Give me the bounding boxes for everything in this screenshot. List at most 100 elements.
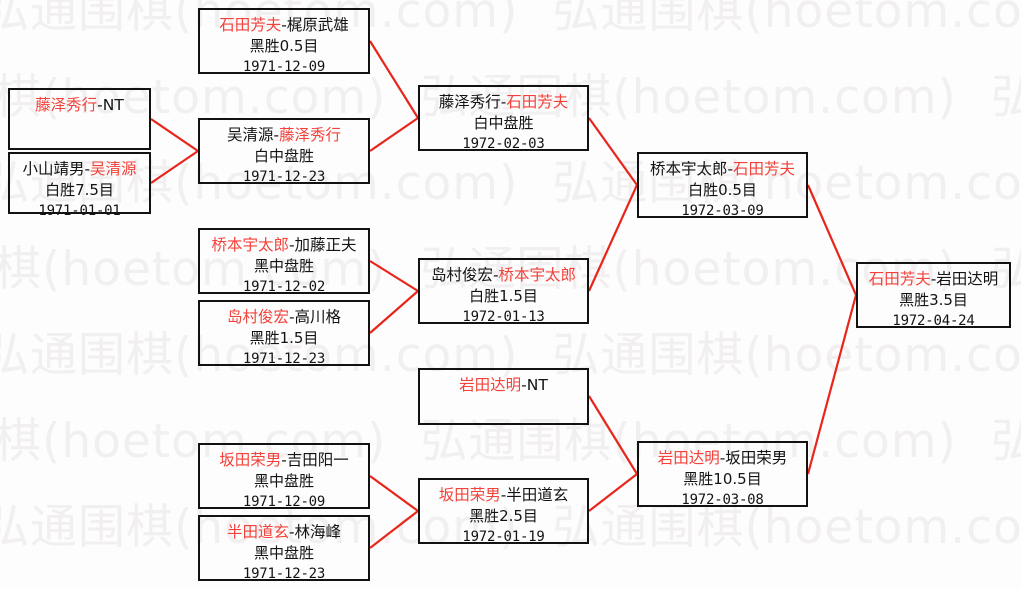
match-result: 黑胜3.5目 — [899, 291, 968, 309]
match-date: 1972-04-24 — [892, 313, 975, 329]
connector-m3-to-m4 — [150, 150, 199, 184]
player-right: 藤泽秀行 — [279, 126, 342, 144]
player-separator: - — [719, 449, 726, 467]
match-result: 白胜1.5目 — [469, 287, 538, 305]
match-date: 1972-03-08 — [681, 492, 764, 508]
connector-m6-to-m8 — [369, 260, 419, 292]
player-right: 半田道玄 — [506, 486, 569, 504]
player-separator: - — [500, 486, 507, 504]
player-separator: - — [727, 160, 734, 178]
connector-m1-to-m5 — [369, 40, 419, 119]
match-box[interactable]: 桥本宇太郎-石田芳夫白胜0.5目 1972-03-09 — [637, 152, 808, 219]
match-players: 坂田荣男-半田道玄 — [420, 485, 587, 506]
match-date: 1972-03-09 — [681, 203, 764, 219]
player-left: 岛村俊宏 — [226, 308, 289, 326]
player-separator: - — [288, 308, 295, 326]
player-left: 藤泽秀行 — [438, 93, 501, 111]
match-players: 桥本宇太郎-石田芳夫 — [639, 159, 806, 180]
player-separator: - — [273, 126, 280, 144]
player-left: 岩田达明 — [657, 449, 720, 467]
match-box[interactable]: 藤泽秀行-NT — [8, 88, 151, 150]
connector-m13-to-m14 — [588, 473, 638, 512]
match-players: 小山靖男-吴清源 — [10, 159, 149, 180]
match-players: 岛村俊宏-高川格 — [200, 307, 368, 328]
match-players: 半田道玄-林海峰 — [200, 522, 368, 543]
player-separator: - — [97, 96, 103, 114]
player-left: 坂田荣男 — [438, 486, 501, 504]
match-result: 白中盘胜 — [473, 114, 534, 132]
match-date: 1972-02-03 — [462, 136, 545, 152]
match-result: 黑胜1.5目 — [249, 329, 319, 347]
player-right: 岩田达明 — [936, 270, 999, 288]
connector-m12-to-m13 — [369, 510, 419, 549]
match-date: 1971-01-01 — [38, 203, 121, 219]
player-left: 桥本宇太郎 — [211, 236, 289, 254]
match-players: 坂田荣男-吉田阳一 — [200, 450, 368, 471]
player-right: 石田芳夫 — [733, 160, 796, 178]
match-result: 白中盘胜 — [253, 147, 314, 165]
match-box[interactable]: 岩田达明-NT — [418, 368, 589, 425]
match-date: 1971-12-23 — [242, 566, 326, 582]
match-result: 黑胜10.5目 — [683, 470, 762, 488]
match-players: 桥本宇太郎-加藤正夫 — [200, 235, 368, 256]
match-date: 1971-12-09 — [242, 59, 326, 75]
match-players: 岩田达明-NT — [420, 375, 587, 396]
match-players: 吴清源-藤泽秀行 — [200, 125, 368, 146]
match-players: 岩田达明-坂田荣男 — [639, 448, 806, 469]
player-separator: - — [930, 270, 937, 288]
connector-m14-to-m15 — [806, 294, 858, 475]
player-separator: - — [281, 16, 287, 34]
connector-m4-to-m5 — [369, 117, 419, 152]
player-right: 吉田阳一 — [286, 451, 349, 469]
connector-m10-to-m14 — [588, 395, 638, 475]
player-right: NT — [526, 376, 548, 394]
connector-m2-to-m4 — [150, 118, 199, 152]
match-players: 石田芳夫-梶原武雄 — [200, 15, 368, 36]
match-date: 1971-12-02 — [242, 279, 326, 295]
match-players: 石田芳夫-岩田达明 — [858, 269, 1009, 290]
player-left: 石田芳夫 — [219, 16, 282, 34]
match-result: 白胜0.5目 — [688, 181, 757, 199]
player-right: 坂田荣男 — [725, 449, 788, 467]
match-result: 黑中盘胜 — [253, 544, 314, 562]
player-right: 梶原武雄 — [286, 16, 349, 34]
player-left: 坂田荣男 — [219, 451, 282, 469]
player-left: 吴清源 — [226, 126, 274, 144]
player-left: 岛村俊宏 — [430, 266, 493, 284]
player-left: 石田芳夫 — [868, 270, 931, 288]
player-right: 林海峰 — [294, 523, 342, 541]
connector-m7-to-m8 — [369, 290, 419, 334]
player-separator: - — [521, 376, 527, 394]
connector-m5-to-m9 — [588, 117, 638, 186]
match-box[interactable]: 半田道玄-林海峰黑中盘胜 1971-12-23 — [198, 515, 370, 582]
player-left: 藤泽秀行 — [35, 96, 98, 114]
player-left: 小山靖男 — [22, 160, 85, 178]
match-result: 白胜7.5目 — [45, 181, 114, 199]
player-right: 加藤正夫 — [294, 236, 357, 254]
connector-m9-to-m15 — [806, 184, 858, 296]
match-date: 1972-01-13 — [462, 309, 545, 325]
player-left: 半田道玄 — [226, 523, 289, 541]
match-box[interactable]: 小山靖男-吴清源白胜7.5目 1971-01-01 — [8, 152, 151, 219]
match-date: 1971-12-09 — [242, 494, 326, 510]
player-separator: - — [281, 451, 287, 469]
match-date: 1972-01-19 — [462, 529, 545, 545]
player-right: NT — [102, 96, 124, 114]
connector-m11-to-m13 — [369, 475, 419, 512]
player-separator: - — [84, 160, 91, 178]
match-players: 藤泽秀行-NT — [10, 95, 149, 116]
player-separator: - — [492, 266, 499, 284]
player-right: 高川格 — [294, 308, 342, 326]
